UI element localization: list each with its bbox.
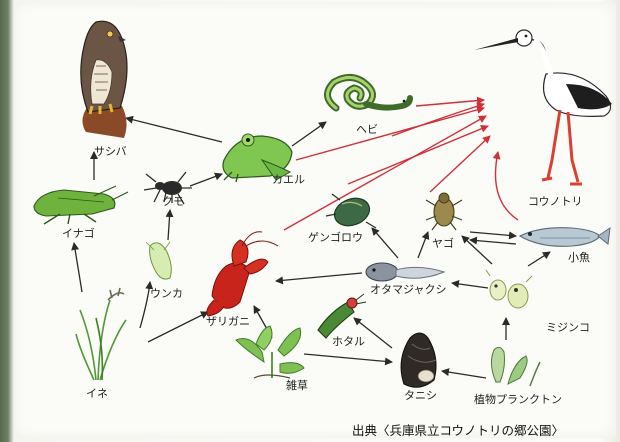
arrow-kaeru-to-hebi (292, 122, 326, 146)
label-yago: ヤゴ (432, 238, 454, 250)
arrow-otamajakushi-to-yago (418, 232, 428, 258)
arrow-otamajakushi-to-genggorou (372, 228, 398, 258)
arrow-mijinko-to-shouuo (528, 252, 550, 266)
label-hebi: ヘビ (356, 124, 378, 136)
label-mijinko: ミジンコ (546, 322, 590, 334)
arrow-mijinko-to-otamajakushi (452, 283, 488, 288)
hotaru-illustration (318, 294, 366, 338)
arrow-shouuo-to-yago (470, 240, 516, 244)
zassou-illustration (236, 326, 304, 378)
label-genggorou: ゲンゴロウ (308, 232, 363, 244)
arrow-yago-to-kounotori (430, 136, 490, 192)
otamajakushi-illustration (366, 263, 444, 281)
hebi-illustration (327, 77, 410, 108)
label-hotaru: ホタル (332, 336, 365, 348)
unka-illustration (146, 242, 171, 279)
arrow-zarigani-to-kounotori (284, 116, 486, 230)
label-zarigani: ザリガニ (206, 316, 250, 328)
label-tanishi: タニシ (404, 390, 437, 402)
kounotori-illustration (474, 30, 612, 184)
arrow-kaeru-to-kounotori (296, 108, 484, 160)
label-plankton: 植物プランクトン (474, 394, 562, 406)
source-caption: 出典〈兵庫県立コウノトリの郷公園〉 (352, 420, 564, 439)
inago-illustration (34, 186, 128, 224)
red-arrows (284, 100, 518, 230)
arrow-hebi-to-kounotori (416, 100, 484, 106)
label-kumo: クモ (162, 196, 184, 208)
black-arrows (74, 118, 550, 378)
zarigani-illustration (207, 232, 278, 316)
label-zassou: 雑草 (286, 380, 308, 392)
tanishi-illustration (401, 333, 436, 387)
genggorou-illustration (326, 194, 376, 231)
label-kaeru: カエル (272, 174, 305, 186)
label-ine: イネ (86, 388, 108, 400)
sashiba-illustration (81, 21, 127, 138)
label-kounotori: コウノトリ (528, 196, 583, 208)
arrow-shouuo-to-kounotori (496, 152, 519, 220)
arrow-ine-to-inago (74, 243, 82, 292)
shouuo-illustration (520, 228, 610, 247)
ine-illustration (76, 288, 126, 380)
arrow-kaeru-to-sashiba (126, 118, 222, 142)
arrow-otamajakushi-to-zarigani (276, 273, 362, 281)
arrow-ine-to-zarigani (148, 312, 208, 342)
yago-illustration (426, 193, 462, 230)
arrow-plankton-to-tanishi (442, 371, 486, 378)
arrow-unka-to-kumo (168, 210, 170, 240)
arrow-hebi-side-to-kounotori (392, 104, 484, 136)
arrow-kumo-to-kaeru (190, 174, 222, 186)
arrow-zassou-to-tanishi (304, 354, 392, 362)
mijinko-illustration (486, 270, 532, 308)
plankton-illustration (491, 347, 540, 386)
label-unka: ウンカ (150, 288, 183, 300)
label-sashiba: サシバ (94, 146, 127, 158)
label-inago: イナゴ (62, 228, 95, 240)
label-shouuo: 小魚 (568, 252, 590, 264)
arrow-yago-to-shouuo (470, 232, 516, 236)
arrow-ine-to-unka (140, 282, 150, 328)
label-otamajakushi: オタマジャクシ (370, 284, 446, 296)
